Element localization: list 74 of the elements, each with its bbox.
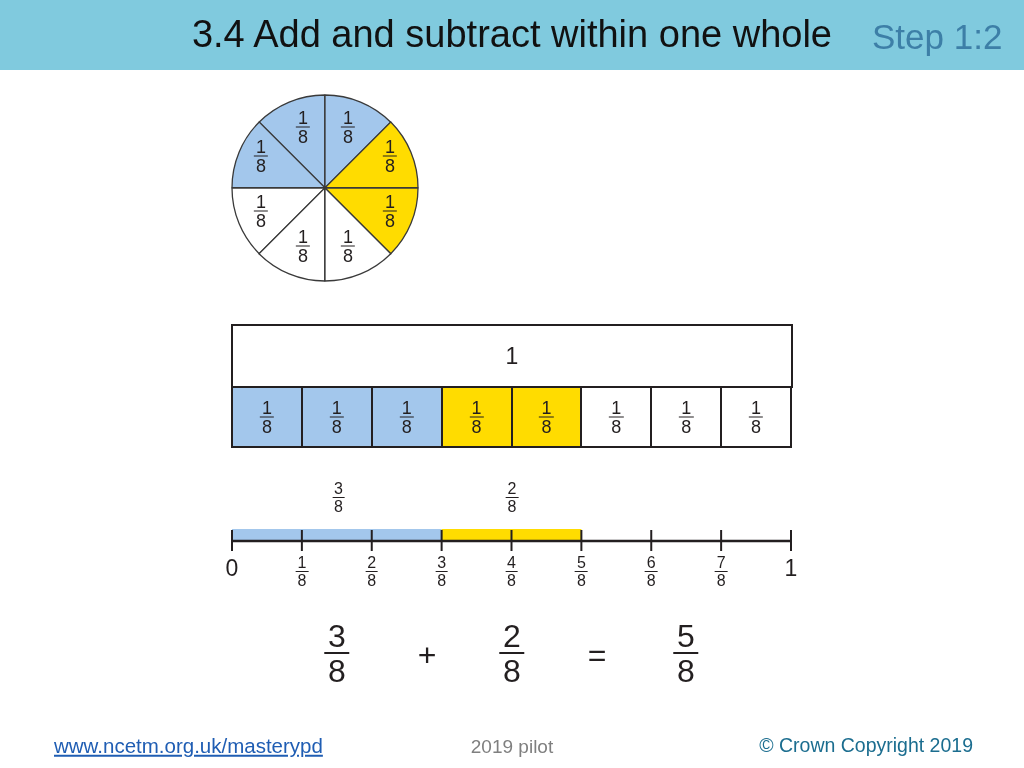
fraction-denominator: 8 — [328, 655, 346, 687]
fraction-numerator: 1 — [340, 108, 356, 128]
fraction-denominator: 8 — [331, 417, 342, 436]
part-bar — [300, 386, 373, 448]
fraction-denominator: 8 — [367, 573, 377, 589]
fraction-numerator: 2 — [365, 555, 379, 572]
fraction-denominator: 8 — [298, 127, 308, 146]
fraction-numerator: 1 — [295, 108, 311, 128]
fraction-numerator: 1 — [295, 555, 309, 572]
fraction-denominator: 8 — [751, 417, 762, 436]
fraction-numerator: 1 — [295, 227, 311, 247]
fraction-denominator: 8 — [261, 417, 272, 436]
copyright-note: © Crown Copyright 2019 — [759, 736, 973, 756]
fraction-denominator: 8 — [471, 417, 482, 436]
fraction-numerator: 1 — [253, 192, 269, 212]
fraction-denominator: 8 — [507, 573, 516, 589]
fraction-denominator: 8 — [681, 417, 692, 436]
whole-label: 1 — [505, 344, 519, 368]
fraction-numerator: 1 — [539, 398, 554, 418]
fraction-numerator: 3 — [435, 555, 448, 572]
fraction-numerator: 1 — [259, 398, 275, 418]
fraction-numerator: 1 — [748, 398, 764, 418]
fraction-numerator: 1 — [679, 398, 694, 418]
fraction-numerator: 3 — [324, 620, 350, 654]
fraction-denominator: 8 — [437, 573, 447, 589]
fraction-denominator: 8 — [385, 156, 395, 175]
fraction-denominator: 8 — [256, 211, 266, 230]
fraction-numerator: 1 — [469, 398, 484, 418]
slide-title: 3.4 Add and subtract within one whole — [191, 14, 832, 56]
fraction-numerator: 1 — [329, 398, 344, 418]
tick-label: 1 — [784, 556, 798, 580]
fraction-numerator: 1 — [340, 227, 356, 247]
fraction-denominator: 8 — [297, 573, 307, 589]
fraction-numerator: 1 — [253, 137, 269, 157]
part-bar — [370, 386, 443, 448]
part-bar — [440, 386, 513, 448]
fraction-denominator: 8 — [334, 498, 343, 515]
fraction-numerator: 7 — [714, 555, 728, 572]
tick-label: 0 — [225, 556, 239, 580]
fraction-denominator: 8 — [611, 417, 622, 436]
fraction-numerator: 1 — [382, 192, 398, 212]
part-bar — [510, 386, 583, 448]
fraction-denominator: 8 — [507, 498, 517, 515]
fraction-numerator: 6 — [644, 555, 658, 572]
fraction-denominator: 8 — [298, 246, 308, 265]
fraction-numerator: 5 — [575, 555, 588, 572]
fraction-denominator: 8 — [541, 417, 552, 436]
fraction-denominator: 8 — [343, 127, 353, 146]
fraction-denominator: 8 — [576, 573, 586, 589]
fraction-numerator: 2 — [499, 620, 525, 654]
web-link: www.ncetm.org.uk/masterypd — [54, 735, 323, 757]
plus-sign: + — [417, 639, 437, 671]
step-label: Step 1:2 — [872, 18, 1003, 54]
pilot-note: 2019 pilot — [470, 736, 554, 756]
fraction-numerator: 5 — [673, 620, 699, 654]
fraction-numerator: 1 — [609, 398, 624, 418]
fraction-denominator: 8 — [716, 573, 726, 589]
part-bar — [231, 386, 303, 448]
equals-sign: = — [587, 639, 607, 671]
whole-bar — [231, 324, 793, 388]
fraction-denominator: 8 — [401, 417, 412, 436]
fraction-numerator: 3 — [332, 480, 345, 498]
pie-slice — [258, 187, 326, 282]
fraction-denominator: 8 — [385, 211, 395, 230]
fraction-denominator: 8 — [503, 655, 521, 687]
fraction-numerator: 2 — [505, 480, 519, 498]
fraction-numerator: 1 — [382, 137, 398, 157]
fraction-denominator: 8 — [343, 246, 353, 265]
fraction-numerator: 1 — [399, 398, 414, 418]
fraction-denominator: 8 — [256, 156, 266, 175]
fraction-numerator: 4 — [505, 555, 518, 572]
fraction-denominator: 8 — [646, 573, 656, 589]
fraction-denominator: 8 — [677, 655, 695, 687]
part-bar — [720, 386, 792, 448]
